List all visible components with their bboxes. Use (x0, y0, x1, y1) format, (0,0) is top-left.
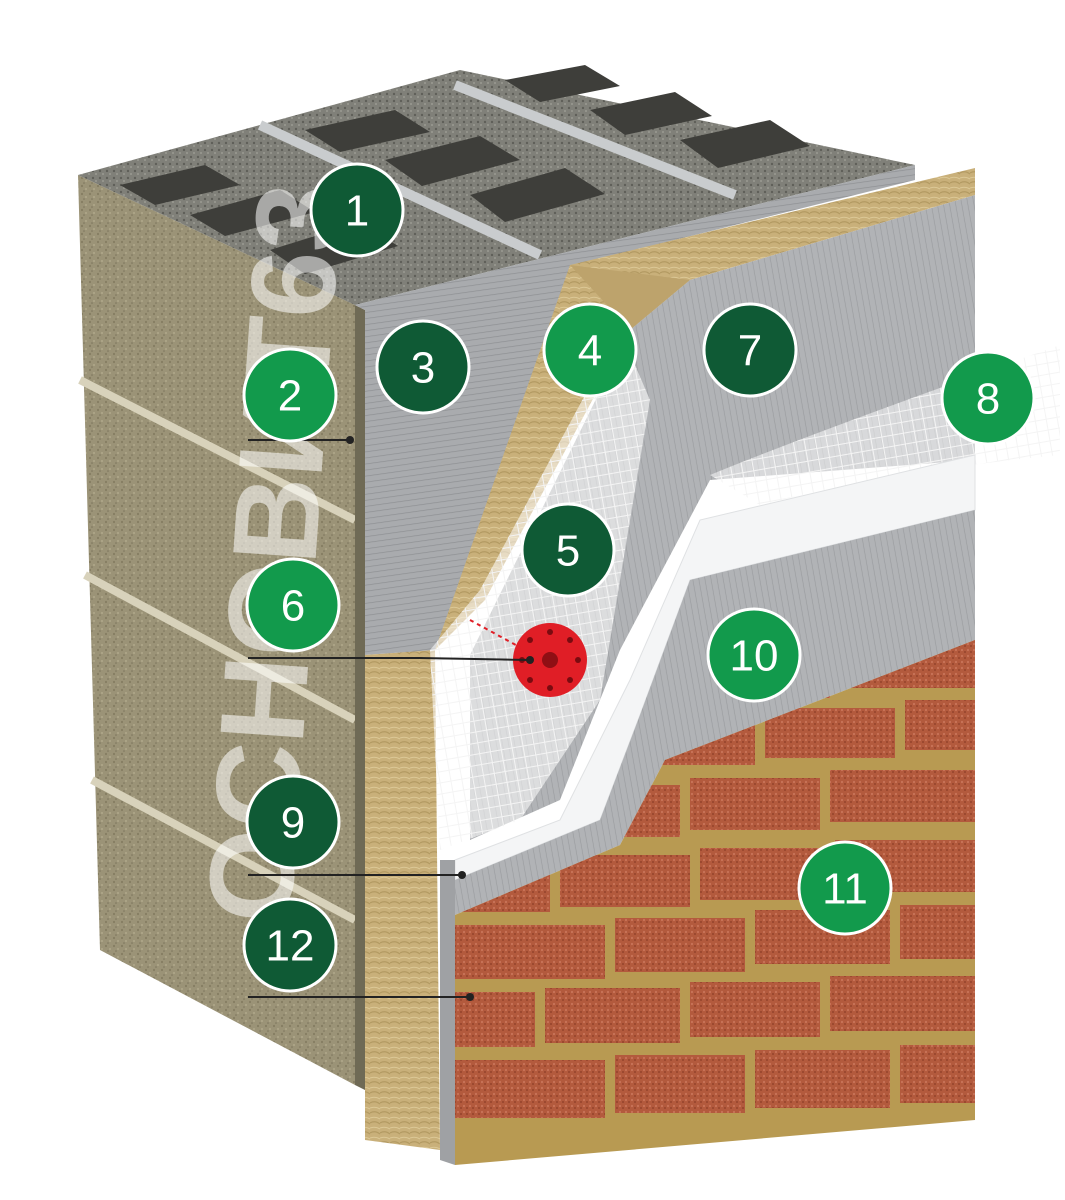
callout-badge-3: 3 (375, 319, 471, 415)
callout-number-4: 4 (578, 327, 602, 376)
callout-badge-9: 9 (245, 774, 341, 870)
callout-circle-7 (702, 302, 798, 398)
callout-circle-6 (245, 557, 341, 653)
callout-circle-4 (542, 302, 638, 398)
leader-dot-12 (466, 993, 474, 1001)
callout-badge-11: 11 (797, 840, 893, 936)
callout-circle-11 (797, 840, 893, 936)
mineral-wool-slab (435, 168, 975, 650)
callout-circle-8 (940, 350, 1036, 446)
callout-number-3: 3 (411, 344, 435, 393)
callout-badge-5: 5 (520, 502, 616, 598)
callout-circle-1 (309, 162, 405, 258)
callout-number-5: 5 (556, 527, 580, 576)
callout-number-2: 2 (278, 372, 302, 421)
callout-number-8: 8 (976, 375, 1000, 424)
veneer-edge (440, 860, 455, 1165)
callout-number-6: 6 (281, 582, 305, 631)
callout-badge-4: 4 (542, 302, 638, 398)
callout-circle-5 (520, 502, 616, 598)
adhesive-layer (355, 165, 915, 655)
callout-circle-10 (706, 607, 802, 703)
callout-number-12: 12 (266, 922, 315, 971)
leader-dot-6 (526, 656, 534, 664)
mineral-wool-slab-front (365, 650, 440, 1150)
callout-badge-10: 10 (706, 607, 802, 703)
callout-number-7: 7 (738, 327, 762, 376)
callout-badge-1: 1 (309, 162, 405, 258)
callout-number-1: 1 (345, 187, 369, 236)
callout-badge-7: 7 (702, 302, 798, 398)
callout-circle-2 (242, 347, 338, 443)
callout-circle-9 (245, 774, 341, 870)
callout-badge-12: 12 (242, 897, 338, 993)
callout-number-11: 11 (822, 865, 868, 914)
callout-badge-2: 2 (242, 347, 338, 443)
finish-plaster-layer (455, 510, 975, 915)
callout-badge-6: 6 (245, 557, 341, 653)
anchor-dowel (469, 619, 587, 697)
leader-dot-2 (346, 436, 354, 444)
leader-line-6 (248, 657, 531, 661)
callout-number-10: 10 (730, 632, 779, 681)
callout-circle-12 (242, 897, 338, 993)
callout-number-9: 9 (281, 799, 305, 848)
callout-badge-8: 8 (940, 350, 1036, 446)
callout-circle-3 (375, 319, 471, 415)
leader-dot-9 (458, 871, 466, 879)
